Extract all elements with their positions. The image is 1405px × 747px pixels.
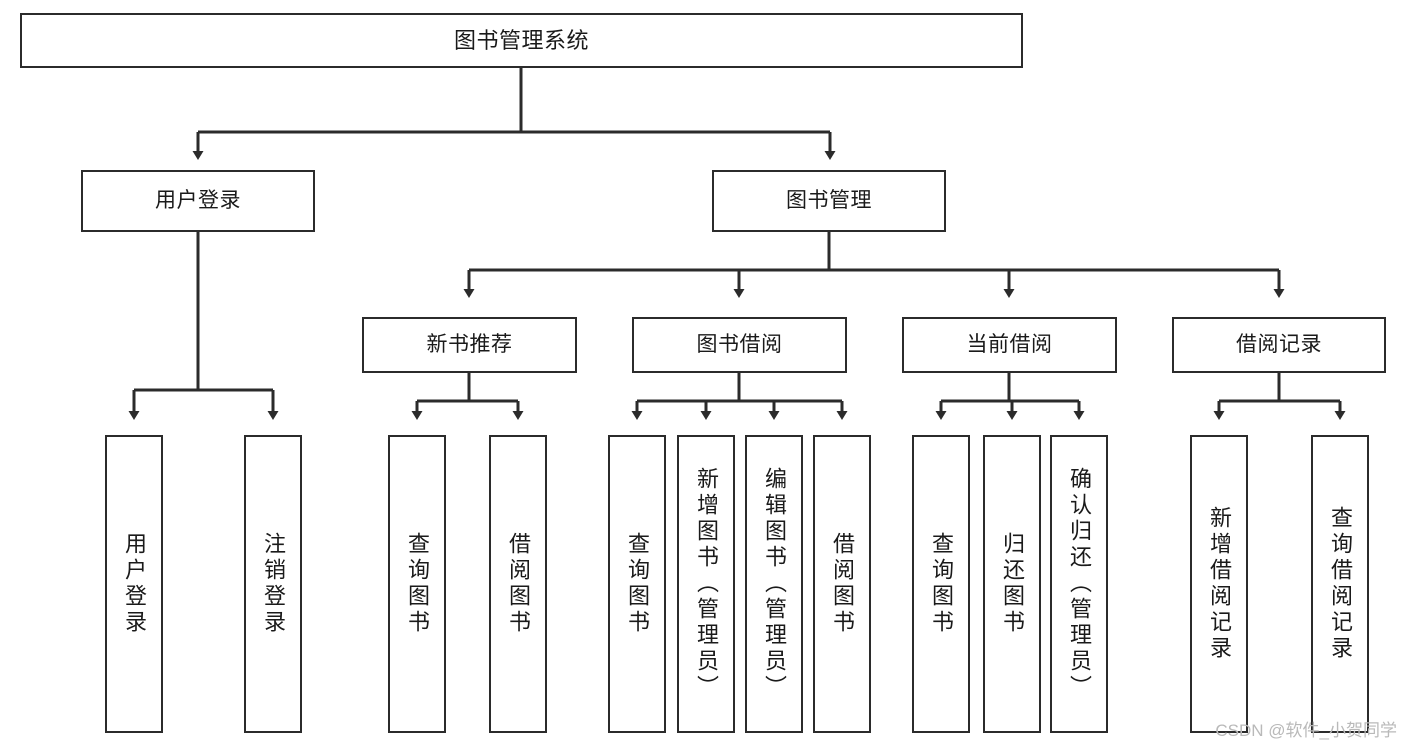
- node-user-login[interactable]: 用户登录: [81, 170, 315, 232]
- leaf-add-borrow-record-label: 新增借阅记录: [1207, 506, 1232, 662]
- node-book-borrow-label: 图书借阅: [696, 332, 783, 356]
- node-book-borrow[interactable]: 图书借阅: [632, 317, 847, 373]
- leaf-add-book-admin[interactable]: 新增图书（管理员）: [677, 435, 735, 733]
- leaf-borrow-book-newbook[interactable]: 借阅图书: [489, 435, 547, 733]
- leaf-confirm-return-admin-label: 确认归还（管理员）: [1067, 467, 1092, 701]
- node-borrow-record-label: 借阅记录: [1236, 332, 1322, 356]
- leaf-logout-label: 注销登录: [261, 532, 286, 636]
- leaf-return-book-label: 归还图书: [1000, 532, 1025, 636]
- leaf-user-login[interactable]: 用户登录: [105, 435, 163, 733]
- leaf-query-book-current-label: 查询图书: [929, 532, 954, 636]
- leaf-return-book[interactable]: 归还图书: [983, 435, 1041, 733]
- leaf-edit-book-admin[interactable]: 编辑图书（管理员）: [745, 435, 803, 733]
- node-book-management-label: 图书管理: [786, 188, 872, 212]
- leaf-borrow-book[interactable]: 借阅图书: [813, 435, 871, 733]
- leaf-query-book-newbook-label: 查询图书: [405, 532, 430, 636]
- node-book-management[interactable]: 图书管理: [712, 170, 946, 232]
- leaf-query-book-current[interactable]: 查询图书: [912, 435, 970, 733]
- leaf-user-login-label: 用户登录: [122, 532, 147, 636]
- node-new-book-recommend-label: 新书推荐: [426, 332, 513, 356]
- node-root[interactable]: 图书管理系统: [20, 13, 1023, 68]
- leaf-confirm-return-admin[interactable]: 确认归还（管理员）: [1050, 435, 1108, 733]
- leaf-query-book-borrow[interactable]: 查询图书: [608, 435, 666, 733]
- leaf-add-borrow-record[interactable]: 新增借阅记录: [1190, 435, 1248, 733]
- node-root-label: 图书管理系统: [453, 27, 589, 53]
- node-user-login-label: 用户登录: [155, 188, 241, 212]
- csdn-watermark: CSDN @软件_小贺同学: [1215, 721, 1397, 740]
- leaf-borrow-book-label: 借阅图书: [830, 532, 855, 636]
- node-current-borrow-label: 当前借阅: [966, 332, 1053, 356]
- leaf-borrow-book-newbook-label: 借阅图书: [506, 532, 531, 636]
- leaf-logout[interactable]: 注销登录: [244, 435, 302, 733]
- node-new-book-recommend[interactable]: 新书推荐: [362, 317, 577, 373]
- node-current-borrow[interactable]: 当前借阅: [902, 317, 1117, 373]
- node-borrow-record[interactable]: 借阅记录: [1172, 317, 1386, 373]
- leaf-query-book-borrow-label: 查询图书: [625, 532, 650, 636]
- leaf-query-borrow-record-label: 查询借阅记录: [1328, 506, 1353, 662]
- leaf-edit-book-admin-label: 编辑图书（管理员）: [762, 467, 787, 701]
- leaf-query-borrow-record[interactable]: 查询借阅记录: [1311, 435, 1369, 733]
- leaf-add-book-admin-label: 新增图书（管理员）: [694, 467, 719, 701]
- leaf-query-book-newbook[interactable]: 查询图书: [388, 435, 446, 733]
